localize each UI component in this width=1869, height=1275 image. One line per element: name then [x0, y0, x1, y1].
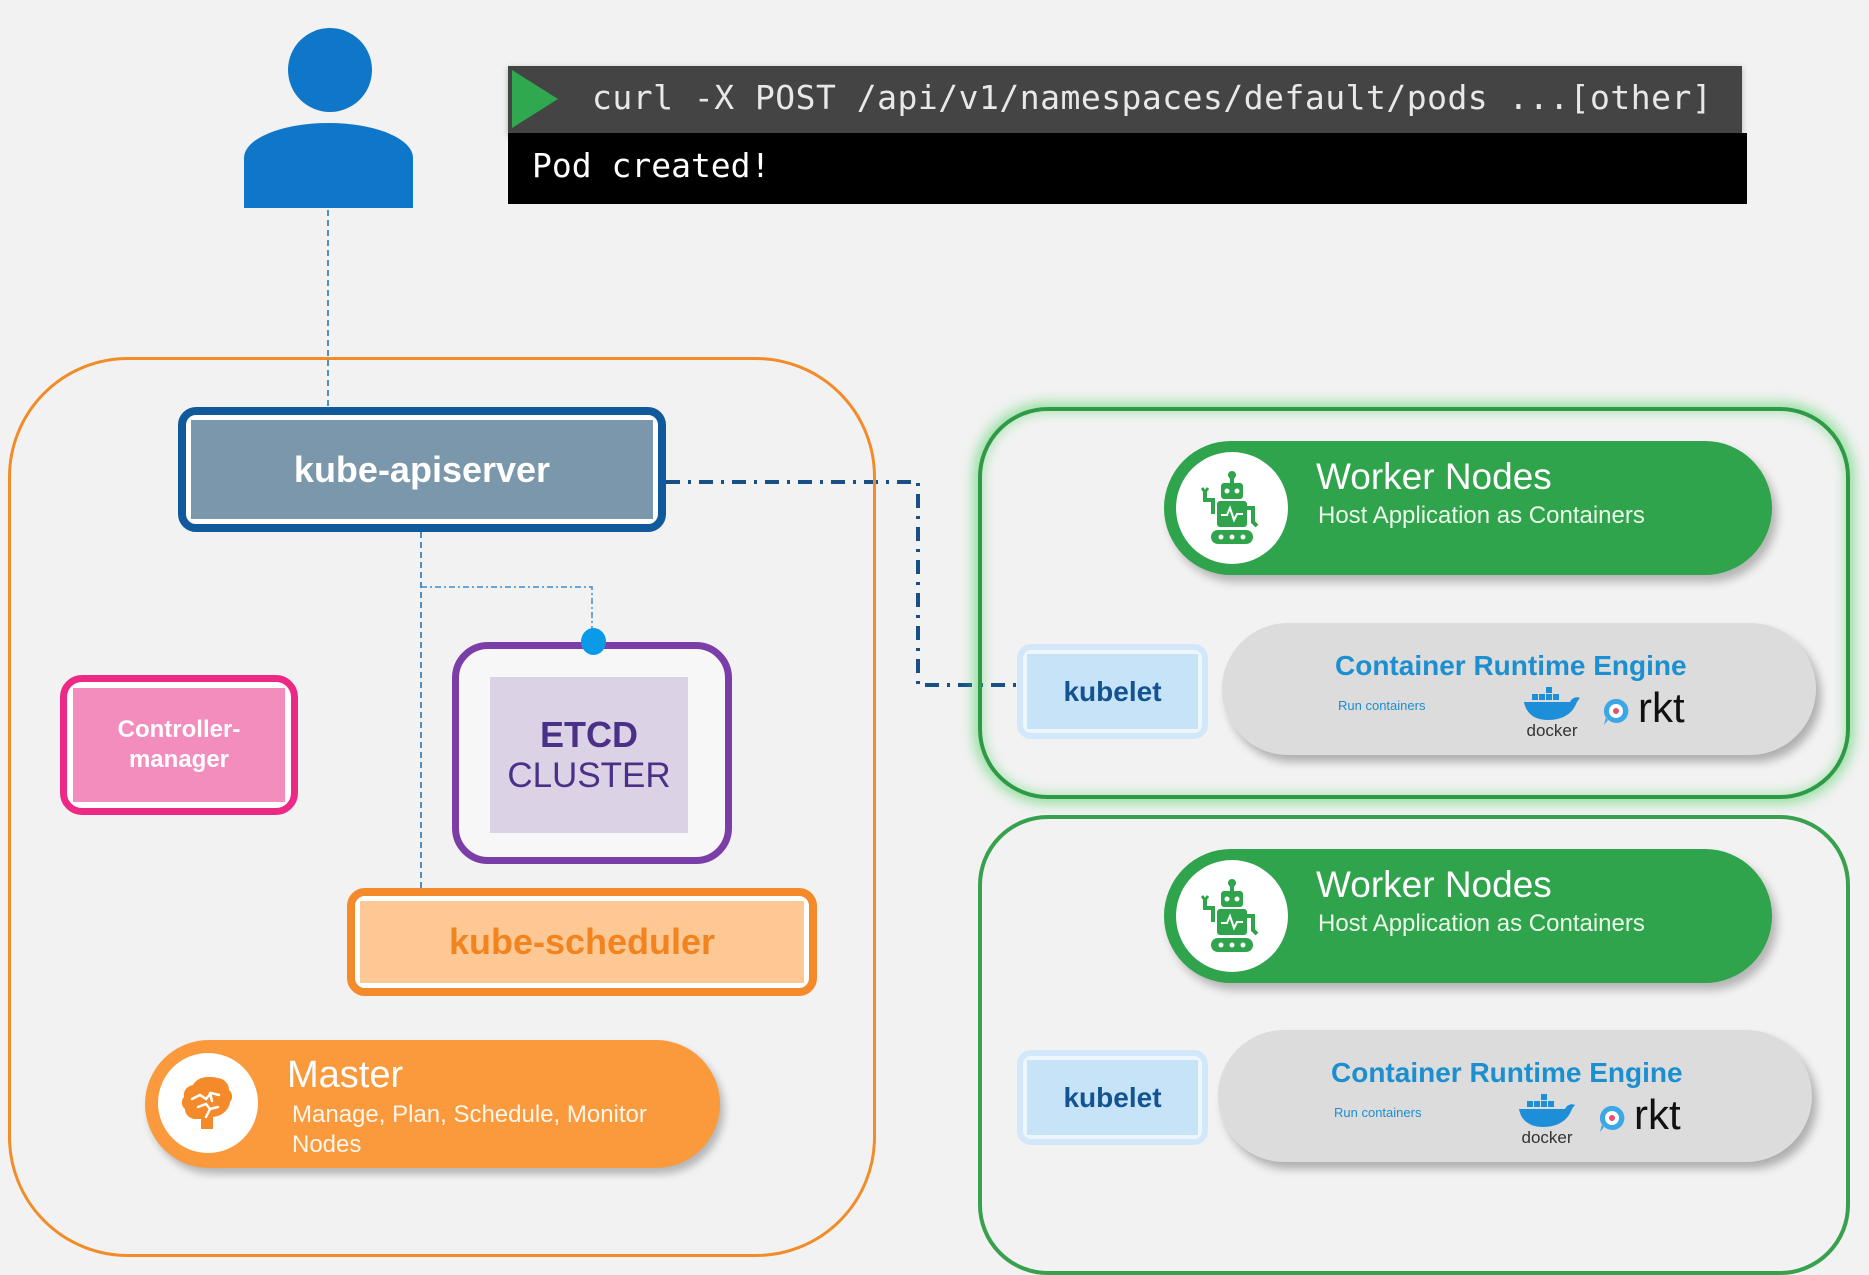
docker-label: docker: [1526, 721, 1578, 740]
docker-icon: docker: [1515, 1093, 1579, 1149]
kubelet-label: kubelet: [1027, 654, 1198, 729]
cre-subtitle: Run containers: [1334, 1105, 1422, 1120]
controller-label-line1: Controller-: [117, 716, 241, 743]
kube-apiserver-label: kube-apiserver: [191, 420, 653, 519]
etcd-connector-dot: [581, 628, 606, 655]
terminal-command: curl -X POST /api/v1/namespaces/default/…: [592, 78, 1713, 117]
kube-scheduler-label: kube-scheduler: [360, 901, 804, 983]
terminal-command-bar: [508, 66, 1742, 134]
cre-title: Container Runtime Engine: [1335, 650, 1687, 681]
etcd-subtitle: CLUSTER: [507, 756, 671, 795]
etcd-title: ETCD: [540, 714, 638, 755]
robot-icon: [1176, 452, 1288, 564]
kubelet[interactable]: kubelet: [1017, 1050, 1208, 1145]
worker-subtitle: Host Application as Containers: [1318, 910, 1645, 937]
apiserver-to-etcd-line: [421, 586, 593, 630]
worker-title: Worker Nodes: [1316, 456, 1552, 497]
terminal-output-panel: [508, 133, 1747, 204]
rkt-icon: [1598, 1104, 1626, 1134]
user-icon: [244, 123, 413, 208]
rkt-label: rkt: [1638, 684, 1685, 731]
worker-node-box[interactable]: [978, 407, 1850, 799]
worker-subtitle: Host Application as Containers: [1318, 502, 1645, 529]
cre-subtitle: Run containers: [1338, 698, 1426, 713]
master-subtitle: Manage, Plan, Schedule, Monitor Nodes: [292, 1101, 647, 1158]
docker-icon: docker: [1520, 686, 1584, 742]
kube-scheduler[interactable]: kube-scheduler: [347, 888, 817, 996]
container-runtime-engine[interactable]: [1222, 623, 1816, 755]
controller-manager[interactable]: Controller- manager: [60, 675, 298, 815]
kubelet-label: kubelet: [1027, 1060, 1198, 1135]
brain-icon: [158, 1053, 258, 1153]
docker-label: docker: [1521, 1128, 1573, 1147]
kubelet[interactable]: kubelet: [1017, 644, 1208, 739]
container-runtime-engine[interactable]: [1218, 1030, 1812, 1162]
connector-lines: [327, 210, 1017, 890]
cre-title: Container Runtime Engine: [1331, 1057, 1683, 1088]
rkt-icon: [1602, 697, 1630, 727]
play-icon[interactable]: [512, 70, 558, 128]
master-title: Master: [287, 1054, 404, 1096]
controller-label-line2: manager: [128, 746, 230, 773]
robot-icon: [1176, 860, 1288, 972]
kube-apiserver[interactable]: kube-apiserver: [178, 407, 666, 532]
user-icon-head: [288, 28, 372, 112]
apiserver-to-kubelet-line: [666, 480, 1017, 687]
terminal-output: Pod created!: [532, 146, 771, 185]
worker-title: Worker Nodes: [1316, 864, 1552, 905]
etcd-cluster-inner: ETCD CLUSTER: [490, 677, 688, 833]
rkt-label: rkt: [1634, 1091, 1681, 1138]
controller-manager-label: Controller- manager: [73, 688, 285, 802]
